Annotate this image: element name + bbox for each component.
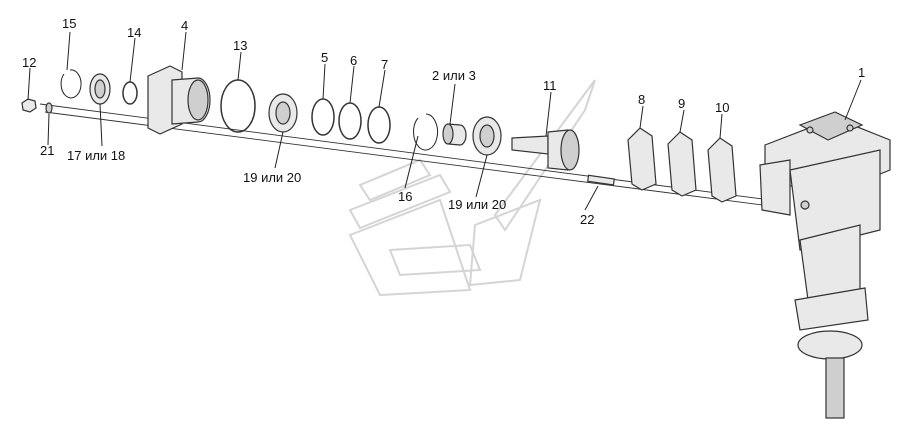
label-19-20-right: 19 или 20 bbox=[448, 197, 506, 212]
label-10: 10 bbox=[715, 100, 729, 115]
label-14: 14 bbox=[127, 25, 141, 40]
part-2-3-spacer bbox=[442, 123, 467, 146]
watermark-logo bbox=[348, 79, 596, 297]
part-22-pin bbox=[587, 174, 615, 186]
label-16: 16 bbox=[398, 189, 412, 204]
part-14-ring bbox=[122, 81, 138, 105]
label-9: 9 bbox=[678, 96, 685, 111]
label-8: 8 bbox=[638, 92, 645, 107]
label-11: 11 bbox=[543, 78, 557, 93]
part-17-18-seal bbox=[89, 73, 111, 105]
part-1-gearbox bbox=[759, 111, 891, 419]
label-5: 5 bbox=[321, 50, 328, 65]
label-13: 13 bbox=[233, 38, 247, 53]
label-12: 12 bbox=[22, 55, 36, 70]
label-4: 4 bbox=[181, 18, 188, 33]
part-21-washer bbox=[45, 102, 53, 114]
part-12-nut bbox=[21, 98, 37, 113]
label-22: 22 bbox=[580, 212, 594, 227]
part-9-gasket bbox=[667, 131, 697, 197]
label-1: 1 bbox=[858, 65, 865, 80]
part-8-gasket bbox=[627, 127, 657, 191]
part-19-20-bearing-right bbox=[472, 116, 502, 156]
part-4-housing bbox=[147, 65, 211, 135]
part-13-o-ring bbox=[220, 79, 256, 133]
part-15-snap-ring bbox=[60, 69, 82, 99]
leader-lines bbox=[27, 31, 862, 211]
part-10-gasket bbox=[707, 137, 737, 203]
label-19-20-left: 19 или 20 bbox=[243, 170, 301, 185]
part-19-20-bearing-left bbox=[268, 93, 298, 133]
label-15: 15 bbox=[62, 16, 76, 31]
part-5-ring bbox=[311, 98, 335, 136]
label-6: 6 bbox=[350, 53, 357, 68]
part-11-shaft bbox=[511, 129, 580, 171]
label-7: 7 bbox=[381, 57, 388, 72]
part-16-snap-ring bbox=[413, 113, 439, 151]
part-6-ring bbox=[338, 102, 362, 140]
part-7-ring bbox=[367, 106, 391, 144]
label-17-18: 17 или 18 bbox=[67, 148, 125, 163]
label-2-3: 2 или 3 bbox=[432, 68, 476, 83]
label-21: 21 bbox=[40, 143, 54, 158]
part-labels: 12 21 15 17 или 18 14 4 13 19 или 20 5 6… bbox=[22, 16, 865, 227]
